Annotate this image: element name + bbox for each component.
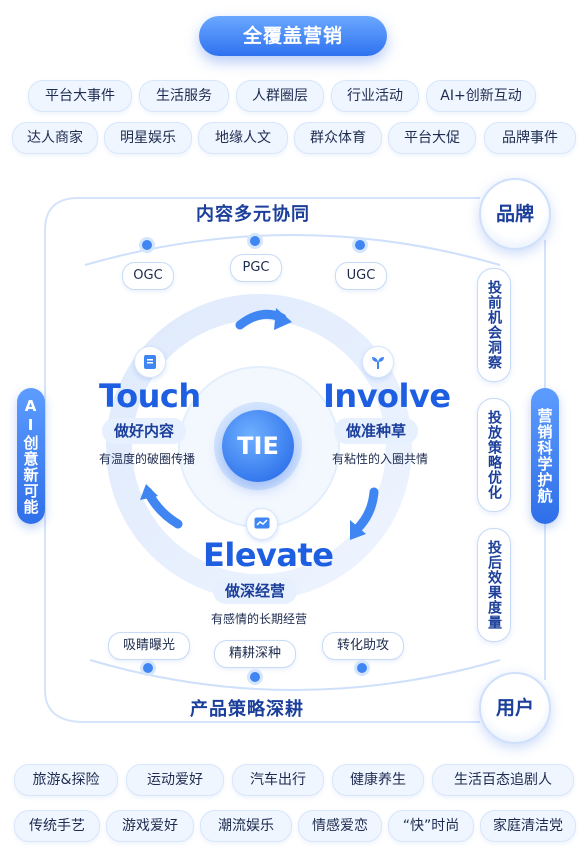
involve-desc: 有粘性的入圈共情 — [332, 452, 429, 466]
bottom-tag: 家庭清洁党 — [480, 810, 576, 842]
involve-label: 做准种草 — [334, 418, 419, 444]
top-tag: 群众体育 — [294, 122, 382, 154]
content-dot — [250, 236, 260, 246]
top-tag: 地缘人文 — [198, 122, 288, 154]
top-tag: 人群圈层 — [236, 80, 324, 112]
product-dot — [250, 672, 260, 682]
bottom-tag: 生活百态追剧人 — [432, 764, 574, 796]
content-title: 内容多元协同 — [196, 204, 310, 225]
bottom-tag: 传统手艺 — [14, 810, 100, 842]
product-title: 产品策略深耕 — [190, 699, 304, 720]
content-tag-ugc: UGC — [335, 262, 387, 290]
product-tag: 吸睛曝光 — [108, 632, 190, 660]
bottom-tag: 旅游&探险 — [14, 764, 118, 796]
right-step-3: 投后效果度量 — [477, 528, 511, 642]
elevate-word: Elevate — [203, 536, 334, 574]
bottom-tag: 潮流娱乐 — [200, 810, 292, 842]
bottom-tag: 游戏爱好 — [106, 810, 194, 842]
product-tag: 转化助攻 — [322, 632, 404, 660]
document-icon — [134, 346, 166, 378]
tie-center: TIE — [222, 410, 294, 482]
elevate-label: 做深经营 — [213, 578, 298, 604]
top-tag: 生活服务 — [139, 80, 229, 112]
product-dot — [357, 663, 367, 673]
content-tag-ogc: OGC — [122, 262, 174, 290]
content-dot — [142, 240, 152, 250]
content-tag-pgc: PGC — [230, 254, 282, 282]
product-tag: 精耕深种 — [214, 640, 296, 668]
brand-badge: 品牌 — [479, 178, 551, 250]
bottom-tag: 健康养生 — [332, 764, 424, 796]
top-tag: 平台大事件 — [28, 80, 132, 112]
touch-desc: 有温度的破圈传播 — [99, 452, 196, 466]
top-banner: 全覆盖营销 — [199, 16, 387, 56]
content-dot — [355, 240, 365, 250]
left-vertical-label: AI创意新可能 — [17, 388, 45, 524]
involve-word: Involve — [323, 377, 451, 415]
sprout-icon — [362, 346, 394, 378]
bottom-tag: 运动爱好 — [126, 764, 224, 796]
top-tag: 明星娱乐 — [104, 122, 192, 154]
bottom-tag: 汽车出行 — [232, 764, 324, 796]
elevate-desc: 有感情的长期经营 — [211, 612, 308, 626]
right-step-1: 投前机会洞察 — [477, 268, 511, 382]
touch-word: Touch — [99, 377, 201, 415]
top-tag: 品牌事件 — [484, 122, 576, 154]
right-vertical-label: 营销科学护航 — [531, 388, 559, 524]
touch-label: 做好内容 — [102, 418, 187, 444]
top-tag: 行业活动 — [331, 80, 419, 112]
product-dot — [143, 663, 153, 673]
chart-icon — [246, 508, 278, 540]
user-badge: 用户 — [479, 672, 551, 744]
top-tag: 平台大促 — [388, 122, 476, 154]
bottom-tag: “快”时尚 — [388, 810, 474, 842]
top-tag: AI+创新互动 — [426, 80, 536, 112]
bottom-tag: 情感爱恋 — [298, 810, 382, 842]
top-tag: 达人商家 — [12, 122, 98, 154]
right-step-2: 投放策略优化 — [477, 398, 511, 512]
